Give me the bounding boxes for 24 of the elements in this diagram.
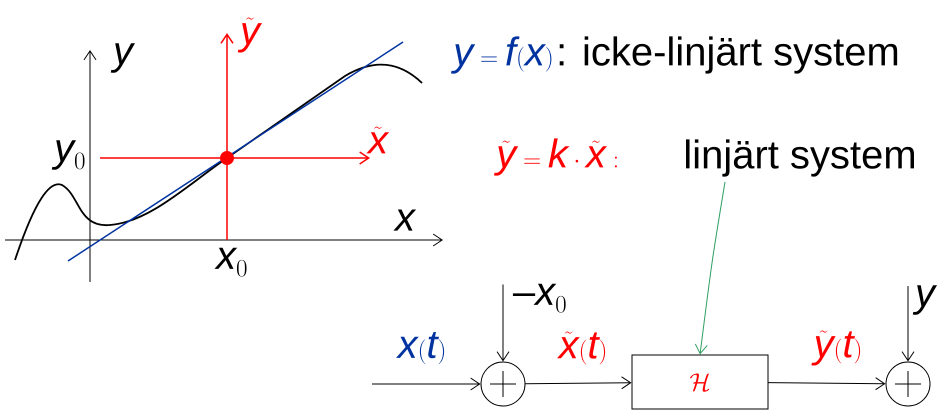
- axis-label: $y$: [110, 43, 135, 73]
- arrow: [496, 351, 510, 362]
- signal-label: $x(t)$: [396, 332, 444, 364]
- signal-label: $\tilde{y}(t)$: [811, 330, 860, 366]
- leader-line: [694, 182, 726, 354]
- summing-junction: [480, 362, 526, 406]
- arrow: [902, 351, 914, 362]
- signal-label: $\tilde{x}(t)$: [557, 332, 606, 364]
- signal-label: y: [912, 285, 938, 315]
- axis-label: $\tilde{y}$: [238, 17, 262, 53]
- arrow: [525, 376, 632, 390]
- equation: $y=f(x)$: [450, 36, 552, 74]
- axis-label: $y_0$: [52, 140, 84, 170]
- axis-label: $\tilde{x}$: [366, 126, 390, 154]
- description: linjärt system: [686, 139, 914, 177]
- signal-label: $-x_0$: [512, 284, 566, 313]
- description: : icke-linjärt system: [560, 36, 898, 74]
- arrow: [768, 377, 886, 390]
- summing-junction: [886, 362, 931, 406]
- system-block: $\mathcal{H}$: [632, 354, 768, 410]
- axis-label: $x_0$: [214, 248, 246, 277]
- equation: $\tilde{y}=k\cdot\tilde{x}:$: [494, 138, 617, 176]
- arrow: [372, 378, 480, 390]
- axis-label: $x$: [393, 209, 416, 231]
